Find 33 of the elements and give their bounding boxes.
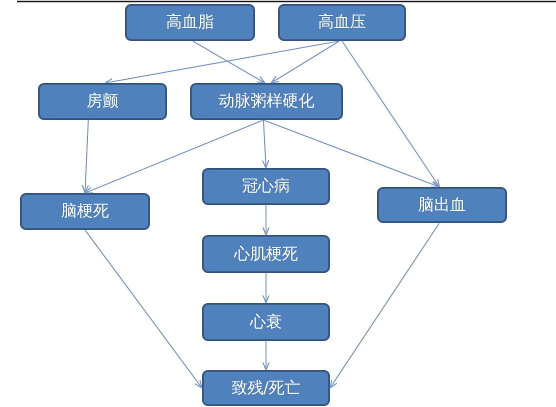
box-label: 动脉粥样硬化 bbox=[218, 91, 314, 112]
box-label: 心肌梗死 bbox=[234, 244, 298, 264]
process-box bbox=[125, 4, 255, 41]
arrow bbox=[82, 120, 89, 194]
arrow bbox=[262, 341, 270, 371]
box-label: 脑梗死 bbox=[61, 201, 109, 222]
process-box bbox=[377, 187, 507, 223]
process-box bbox=[278, 4, 406, 41]
arrow bbox=[262, 120, 270, 169]
box-label: 房颤 bbox=[86, 91, 118, 112]
arrow bbox=[270, 40, 340, 84]
process-box bbox=[190, 83, 343, 120]
box-label: 冠心病 bbox=[242, 176, 290, 197]
process-box bbox=[202, 303, 330, 341]
arrow bbox=[342, 40, 440, 188]
arrow bbox=[192, 40, 266, 84]
arrow bbox=[84, 120, 264, 194]
arrow bbox=[262, 205, 270, 236]
arrow bbox=[262, 273, 270, 304]
process-box bbox=[202, 168, 330, 205]
arrow bbox=[263, 119, 440, 188]
box-label: 致残/死亡 bbox=[231, 378, 301, 398]
box-label: 脑出血 bbox=[418, 194, 466, 216]
arrow bbox=[329, 222, 440, 389]
arrow bbox=[84, 230, 203, 389]
process-box bbox=[202, 235, 330, 273]
process-box bbox=[20, 193, 150, 230]
box-label: 高血压 bbox=[318, 12, 366, 33]
process-box bbox=[202, 370, 330, 406]
arrow bbox=[104, 40, 340, 86]
box-label: 心衰 bbox=[250, 312, 282, 332]
box-label: 高血脂 bbox=[166, 12, 214, 33]
process-box bbox=[38, 83, 167, 120]
